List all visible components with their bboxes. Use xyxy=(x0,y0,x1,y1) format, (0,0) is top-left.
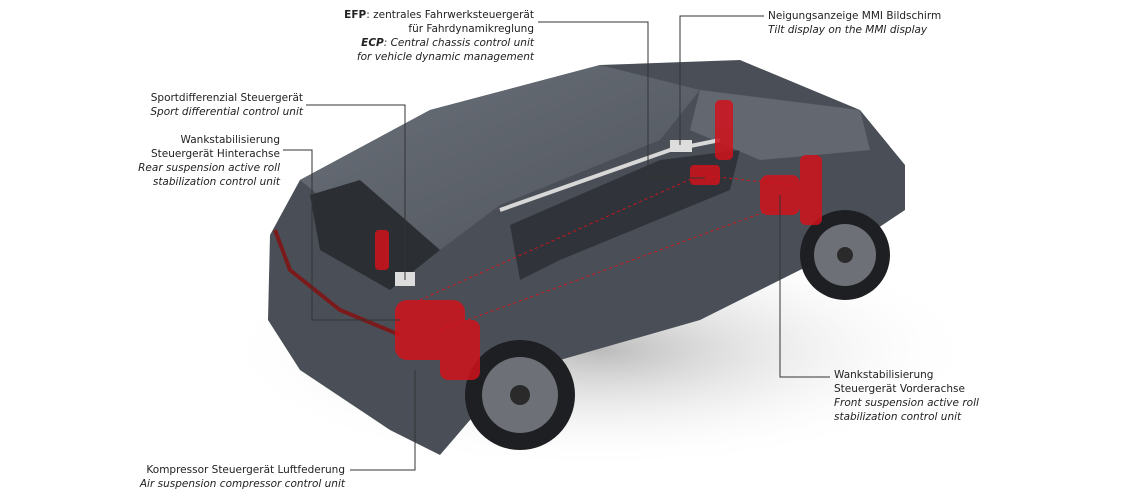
leader-compressor xyxy=(350,370,416,471)
ecp-en-line2: for vehicle dynamic management xyxy=(356,51,534,63)
front-roll-de1: Wankstabilisierung xyxy=(834,369,934,381)
rear-wheel xyxy=(465,340,575,450)
compressor-en: Air suspension compressor control unit xyxy=(139,478,345,490)
sport-diff-en: Sport differential control unit xyxy=(150,106,303,118)
leader-lines xyxy=(283,15,830,471)
mmi-en: Tilt display on the MMI display xyxy=(768,24,928,36)
side-windows xyxy=(510,150,740,280)
red-wiring xyxy=(419,174,791,331)
car-roof xyxy=(300,65,700,250)
leader-sport-diff xyxy=(306,104,406,280)
windshield xyxy=(690,90,870,160)
label-mmi: Neigungsanzeige MMI Bildschirm Tilt disp… xyxy=(768,9,941,37)
leader-rear-roll xyxy=(283,149,400,321)
compressor-de: Kompressor Steuergerät Luftfederung xyxy=(146,464,345,476)
front-roll-en2: stabilization control unit xyxy=(834,411,962,423)
label-rear-roll: Wankstabilisierung Steuergerät Hinterach… xyxy=(138,133,280,189)
leader-mmi xyxy=(679,15,764,145)
mmi-de: Neigungsanzeige MMI Bildschirm xyxy=(768,10,942,22)
ecp-en-line1: : Central chassis control unit xyxy=(383,37,534,49)
rear-roll-en1: Rear suspension active roll xyxy=(138,162,280,174)
efp-de-line2: für Fahrdynamikreglung xyxy=(408,23,534,35)
rear-roll-en2: stabilization control unit xyxy=(152,176,280,188)
front-roll-de2: Steuergerät Vorderachse xyxy=(834,383,965,395)
label-front-roll: Wankstabilisierung Steuergerät Vorderach… xyxy=(834,368,979,424)
chassis-components xyxy=(375,100,822,380)
efp-de-line1: : zentrales Fahrwerksteuergerät xyxy=(366,9,534,21)
leader-front-roll xyxy=(779,195,830,378)
label-efp: EFP: zentrales Fahrwerksteuergerät für F… xyxy=(344,8,534,64)
label-compressor: Kompressor Steuergerät Luftfederung Air … xyxy=(140,463,345,491)
rear-roll-de1: Wankstabilisierung xyxy=(180,134,280,146)
label-sport-diff: Sportdifferenzial Steuergerät Sport diff… xyxy=(150,91,303,119)
rear-roll-de2: Steuergerät Hinterachse xyxy=(151,148,280,160)
sport-diff-de: Sportdifferenzial Steuergerät xyxy=(150,92,303,104)
mmi-display-unit xyxy=(670,140,692,152)
efp-key: EFP xyxy=(344,9,367,21)
leader-efp xyxy=(538,21,705,179)
front-roll-en1: Front suspension active roll xyxy=(834,397,979,409)
front-wheel xyxy=(800,210,890,300)
ecp-key: ECP xyxy=(361,37,384,49)
tail-light xyxy=(273,229,401,337)
